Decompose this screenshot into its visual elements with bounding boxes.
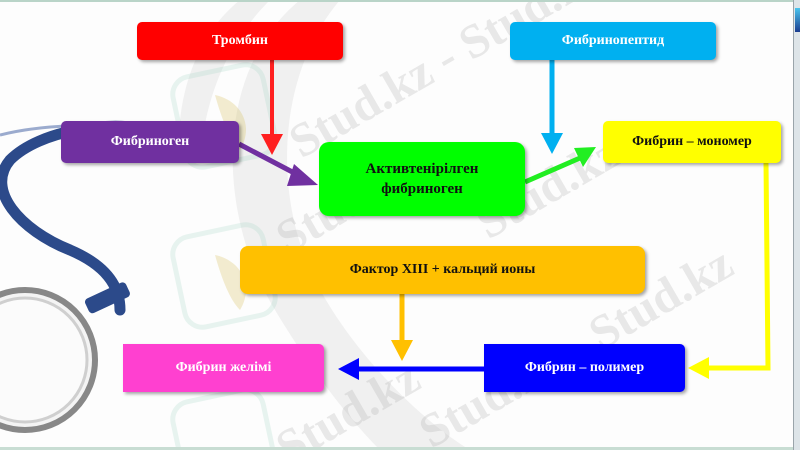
bg-swoosh-inner: [179, 0, 270, 160]
arrow-factor-xiii: [391, 294, 413, 361]
node-thrombin: Тромбин: [137, 22, 343, 60]
frame-bottom-border: [0, 447, 800, 450]
node-fibrinogen: Фибриноген: [61, 121, 239, 163]
arrow-monomer-to-polymer: [688, 162, 771, 379]
node-activated-fibrinogen-line1: Активтенірілген: [365, 161, 479, 177]
node-fibrin-polymer: Фибрин – полимер: [484, 344, 685, 392]
node-activated-fibrinogen-line2: фибриноген: [381, 181, 463, 197]
node-thrombin-label: Тромбин: [212, 33, 268, 48]
node-fibrin-monomer: Фибрин – мономер: [603, 121, 781, 163]
node-fibrin-polymer-label: Фибрин – полимер: [524, 360, 645, 375]
node-fibrin-monomer-label: Фибрин – мономер: [632, 134, 752, 149]
arrow-fibrinopeptide: [541, 60, 563, 154]
node-fibrinogen-label: Фибриноген: [110, 134, 190, 149]
node-factor-xiii: Фактор XIII + кальций ионы: [240, 246, 645, 294]
node-activated-fibrinogen: Активтенірілген фибриноген: [319, 142, 525, 216]
node-factor-xiii-label: Фактор XIII + кальций ионы: [349, 262, 536, 277]
node-fibrinopeptide-label: Фибринопептид: [561, 33, 665, 48]
arrow-thrombin: [261, 60, 283, 155]
scrollbar[interactable]: [793, 0, 800, 450]
arrow-fibrinogen-to-activated: [237, 141, 318, 186]
node-fibrin-net-label: Фибрин желімі: [175, 360, 272, 375]
node-fibrinopeptide: Фибринопептид: [510, 22, 716, 60]
arrow-polymer-to-net: [338, 358, 484, 380]
scrollbar-thumb[interactable]: [795, 8, 800, 32]
bg-swoosh: [232, 0, 470, 450]
arrow-activated-to-monomer: [524, 147, 596, 185]
node-fibrin-net: Фибрин желімі: [123, 344, 324, 392]
frame-top-border: [0, 0, 800, 2]
